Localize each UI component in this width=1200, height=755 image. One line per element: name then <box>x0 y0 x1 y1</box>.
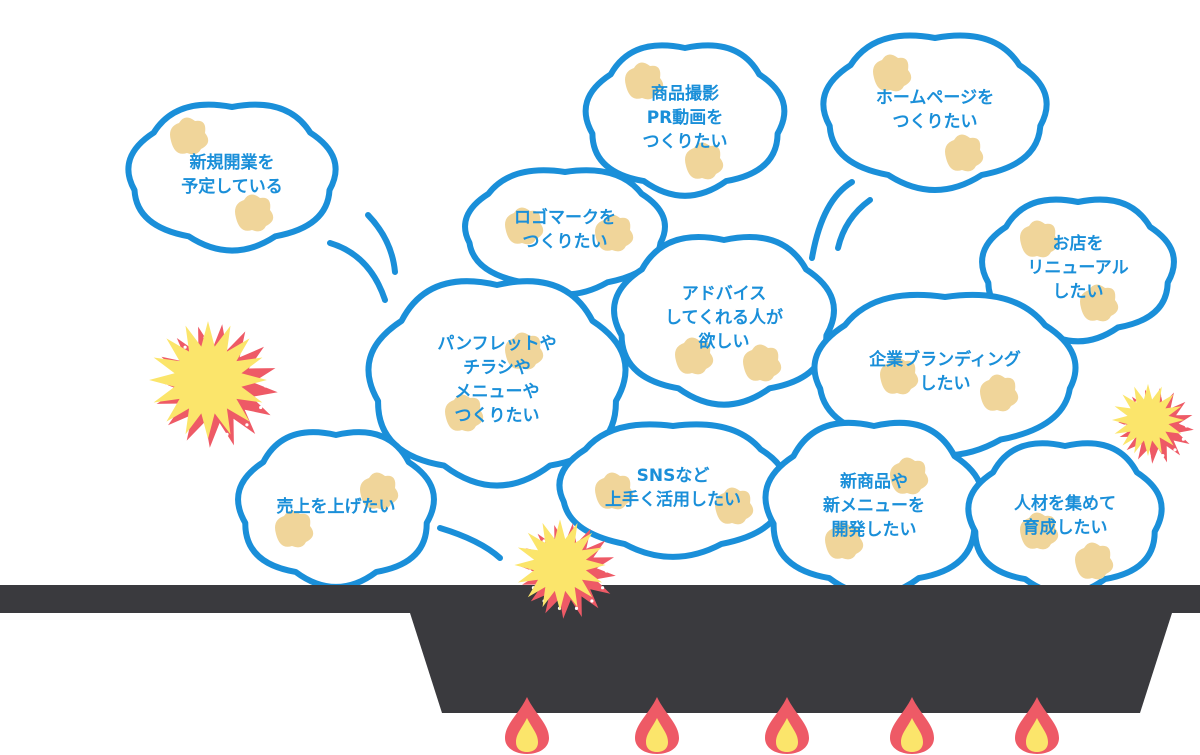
popcorn-kernel <box>595 472 634 510</box>
bubble-line: つくりたい <box>522 232 608 252</box>
popcorn-kernel <box>743 344 782 382</box>
bubble-line: お店を <box>1052 234 1104 254</box>
popcorn-kernel <box>505 207 544 245</box>
bubble-line: 欲しい <box>698 332 750 352</box>
cloud-pamphlet <box>365 278 629 489</box>
bubble-line: チラシや <box>463 358 531 378</box>
popcorn-kernel <box>445 394 484 432</box>
bubble-line: 予定している <box>181 177 283 197</box>
bubble-line: 新メニューを <box>823 496 925 516</box>
bubble-line: 新規開業を <box>189 153 275 173</box>
cloud-sns <box>556 421 790 560</box>
burst-icon <box>1111 383 1194 464</box>
bubble-label-branding: 企業ブランディングしたい <box>869 348 1021 396</box>
bubble-line: 上手く活用したい <box>605 490 741 510</box>
bubble-label-sales: 売上を上げたい <box>277 495 396 519</box>
bubble-line: リニューアル <box>1027 258 1129 278</box>
popcorn-kernel <box>890 457 929 495</box>
popcorn-kernel <box>1075 542 1114 580</box>
bubble-label-product-photo: 商品撮影 PR動画をつくりたい <box>643 82 728 154</box>
flame-icon <box>635 697 679 754</box>
popcorn-kernel <box>825 522 864 560</box>
flame-icon <box>765 697 809 754</box>
bubble-label-logo: ロゴマークをつくりたい <box>514 206 616 254</box>
bubble-line: アドバイス <box>681 284 767 304</box>
bubble-line: 育成したい <box>1022 518 1108 538</box>
cloud-new-product <box>762 419 986 598</box>
bubble-label-sns: SNSなど上手く活用したい <box>605 464 741 512</box>
frying-pan <box>0 585 1200 713</box>
popcorn-kernel <box>980 374 1019 412</box>
popcorn-kernel <box>715 487 754 525</box>
bubble-label-pamphlet: パンフレットやチラシやメニューやつくりたい <box>437 332 556 428</box>
popcorn-kernel <box>880 357 919 395</box>
bubble-line: メニューや <box>454 382 540 402</box>
bubble-line: つくりたい <box>892 112 978 132</box>
flame-icon <box>890 697 934 754</box>
motion-arc <box>327 240 388 303</box>
bubble-label-new-product: 新商品や新メニューを開発したい <box>823 470 925 542</box>
popcorn-kernel <box>675 337 714 375</box>
popcorn-kernel <box>625 62 664 100</box>
popcorn-kernel <box>1020 220 1059 258</box>
bubble-line: したい <box>919 374 971 394</box>
bubble-line: 商品撮影 <box>651 84 719 104</box>
popcorn-kernel <box>235 194 274 232</box>
bubble-line: ロゴマークを <box>514 208 616 228</box>
bubble-label-staff: 人材を集めて育成したい <box>1014 492 1116 540</box>
bubble-line: SNSなど <box>636 466 710 486</box>
popcorn-kernel <box>275 510 314 548</box>
bubble-label-new-business: 新規開業を予定している <box>181 151 283 199</box>
popcorn-kernel <box>505 332 544 370</box>
motion-arc <box>365 212 398 275</box>
bubble-label-advice: アドバイスしてくれる人が欲しい <box>665 282 783 354</box>
flame-icon <box>1015 697 1059 754</box>
bubble-line: 新商品や <box>840 472 908 492</box>
cloud-logo <box>462 167 668 298</box>
motion-arc <box>437 525 503 561</box>
flame-icon <box>505 697 549 754</box>
motion-arc <box>835 197 873 251</box>
bubble-line: パンフレットや <box>437 334 557 354</box>
bubble-line: つくりたい <box>454 406 540 426</box>
bubble-line: 開発したい <box>831 520 917 540</box>
cloud-advice <box>611 234 837 408</box>
popcorn-kernel <box>685 142 724 180</box>
burst-icon <box>149 321 278 448</box>
bubble-line: つくりたい <box>642 132 728 152</box>
bubble-line: PR動画を <box>646 108 724 128</box>
cloud-layer <box>125 32 1177 598</box>
bubble-label-homepage: ホームページをつくりたい <box>876 86 994 134</box>
bubble-line: ホームページを <box>875 88 995 108</box>
popcorn-kernel <box>945 134 984 172</box>
bubble-line: 企業ブランディング <box>869 350 1021 370</box>
bubble-line: してくれる人が <box>665 308 783 328</box>
popcorn-kernel <box>360 472 399 510</box>
cloud-sales <box>235 429 437 590</box>
cloud-shop-renewal <box>979 196 1177 345</box>
popcorn-kernel <box>595 214 634 252</box>
burst-icon <box>514 519 616 619</box>
cloud-shape <box>556 421 790 560</box>
cloud-new-business <box>125 101 339 254</box>
motion-arc <box>809 179 855 261</box>
cloud-shape <box>365 278 629 489</box>
popcorn-kernel <box>1020 512 1059 550</box>
bubble-line: 売上を上げたい <box>276 497 396 517</box>
popcorn-kernel <box>170 117 209 155</box>
popcorn-kernel <box>1080 284 1119 322</box>
bubble-line: したい <box>1052 282 1104 302</box>
pan-body <box>410 613 1172 713</box>
popcorn-kernel <box>873 54 912 92</box>
cloud-product-photo <box>582 42 788 199</box>
bubble-label-shop-renewal: お店をリニューアルしたい <box>1027 232 1128 304</box>
cloud-homepage <box>820 32 1050 193</box>
bubble-line: 人材を集めて <box>1014 494 1116 514</box>
